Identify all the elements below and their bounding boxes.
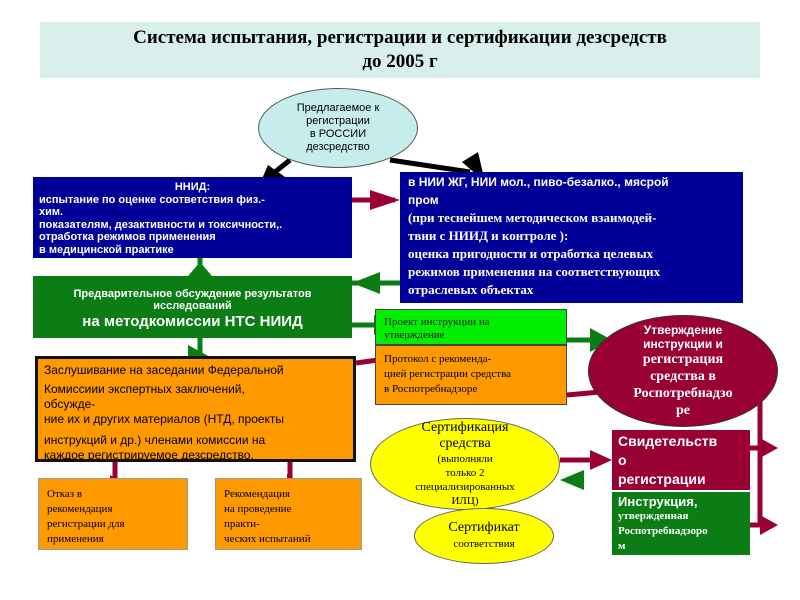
node-text: Сертификация [421, 420, 509, 435]
box-text: Рекомендация [224, 488, 290, 500]
certification-node: Сертификация средства (выполняли только … [370, 418, 560, 510]
approved-instruction-box: Инструкция, утвержденная Роспотребнадзор… [612, 492, 750, 555]
box-text: Протокол с рекоменда- [384, 353, 492, 365]
node-text: регистрация [642, 352, 724, 367]
title-line-1: Система испытания, регистрации и сертифи… [133, 27, 667, 48]
box-text: регистрации [618, 471, 706, 487]
approval-registration-node: Утверждение инструкции и регистрация сре… [588, 315, 778, 427]
box-text: твии с НИИД и контроле ): [408, 228, 569, 243]
node-text: только 2 [445, 467, 485, 479]
arrow-head-icon [590, 450, 612, 470]
nniid-testing-box: ННИД: испытание по оценке соответствия ф… [33, 177, 352, 258]
box-text: оценка пригодности и отработка целевых [408, 246, 654, 261]
slide-title: Система испытания, регистрации и сертифи… [40, 22, 760, 78]
box-text: Проект инструкции на [384, 316, 490, 328]
box-text: инструкций и др.) членами комиссии на [44, 433, 266, 447]
arrow-head-icon [760, 438, 778, 458]
node-text: Утверждение [643, 323, 723, 337]
box-text: Свидетельств [618, 433, 718, 449]
box-text: на проведение [224, 503, 292, 515]
box-text: хим. [39, 206, 64, 218]
box-text: обсужде- [44, 397, 96, 411]
methodical-commission-box: Предварительное обсуждение результатов и… [33, 276, 352, 338]
box-text: утверждение [384, 329, 445, 341]
box-text: Роспотребнадзоро [618, 525, 708, 537]
box-text: (при теснейшем методическом взаимодей- [408, 210, 657, 225]
node-text: инструкции и [643, 337, 723, 351]
box-heading: Инструкция, [618, 494, 698, 509]
box-text: исследований [153, 300, 232, 312]
box-text: каждое регистрируемое дезсредство. [44, 448, 254, 462]
title-line-2: до 2005 г [362, 51, 438, 72]
box-text: ческих испытаний [224, 533, 311, 545]
node-text: ИЛЦ) [451, 495, 479, 507]
node-text: специализированных [415, 481, 515, 493]
box-text: ние их и других материалов (НТД, проекты [44, 412, 285, 426]
box-text: о [618, 452, 627, 468]
box-text: в НИИ ЖГ, НИИ мол., пиво-безалко., мясро… [408, 175, 669, 189]
box-text: цией регистрации средства [384, 368, 512, 380]
node-text: (выполняли [437, 453, 493, 465]
node-text: регистрации [306, 115, 370, 127]
arrow-head-icon [560, 470, 584, 490]
box-text: в медицинской практике [39, 243, 174, 256]
node-text: средства в [650, 369, 716, 384]
box-text: м [618, 540, 626, 552]
node-text: дезсредство [306, 141, 370, 153]
box-text: регистрации для [47, 518, 125, 530]
registration-certificate-box: Свидетельств о регистрации [612, 430, 750, 490]
node-text: соответствия [453, 538, 515, 550]
conformity-certificate-node: Сертификат соответствия [414, 508, 554, 564]
box-text: применения [47, 533, 104, 545]
box-text: практи- [224, 518, 260, 530]
industry-institutes-box: в НИИ ЖГ, НИИ мол., пиво-безалко., мясро… [400, 172, 743, 303]
refusal-box: Отказ в рекомендация регистрации для при… [38, 478, 188, 550]
box-text: отраслевых объектах [408, 282, 534, 297]
box-text: показателям, дезактивности и токсичности… [39, 218, 283, 231]
node-text: в РОССИИ [309, 128, 367, 140]
protocol-box: Протокол с рекоменда- цией регистрации с… [375, 345, 567, 405]
box-text: режимов применения на соответствующих [408, 264, 661, 279]
draft-instruction-box: Проект инструкции на утверждение [375, 309, 567, 345]
box-text: рекомендация [47, 503, 113, 515]
node-text: Предлагаемое к [296, 102, 380, 114]
box-text: испытание по оценке соответствия физ.- [39, 193, 265, 206]
arrow-head-icon [590, 328, 612, 352]
box-text: утвержденная [618, 510, 689, 522]
arrow-head-icon [188, 262, 212, 276]
connector-line [355, 357, 379, 366]
node-text: ре [676, 403, 690, 418]
node-text: средства [439, 436, 491, 451]
proposed-disinfectant-node: Предлагаемое к регистрации в РОССИИ дезс… [258, 88, 418, 168]
box-text: Предварительное обсуждение результатов [73, 288, 312, 300]
practical-testing-recommendation-box: Рекомендация на проведение практи- чески… [215, 478, 362, 550]
arrow-head-icon [760, 515, 778, 535]
node-text: Сертификат [448, 520, 520, 535]
box-text: Заслушивание на заседании Федеральной [44, 363, 284, 377]
arrow-head-icon [370, 190, 400, 210]
box-text: Отказ в [47, 488, 83, 500]
box-text: в Роспотребнадзоре [384, 383, 478, 395]
box-text: на методкомиссии НТС НИИД [82, 313, 303, 330]
box-heading: ННИД: [174, 181, 211, 193]
box-text: Комиссиии экспертных заключений, [44, 382, 245, 396]
box-text: отработка режимов применения [39, 231, 216, 243]
federal-commission-hearing-box: Заслушивание на заседании Федеральной Ко… [35, 356, 356, 462]
arrow-head-icon [352, 272, 380, 294]
connector-line [389, 157, 471, 175]
box-text: пром [408, 193, 439, 207]
node-text: Роспотребнадзо [633, 386, 733, 401]
